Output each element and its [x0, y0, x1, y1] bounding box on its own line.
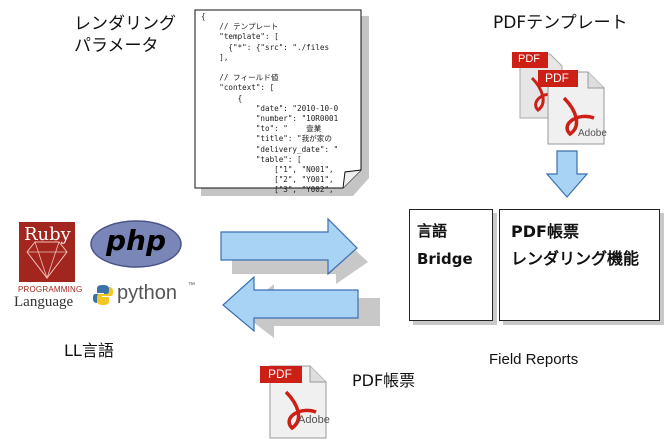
language-bridge-box: 言語 Bridge [409, 209, 493, 321]
pdf-badge-text: PDF [268, 367, 292, 381]
pdf-template-label: PDFテンプレート [493, 13, 628, 33]
ruby-gem-icon [19, 222, 75, 282]
php-logo: php [90, 220, 182, 268]
down-arrow [545, 150, 589, 198]
json-code-text: { // テンプレート "template": [ {"*": {"src": … [201, 12, 339, 195]
bridge-box-line2: Bridge [417, 250, 473, 268]
field-reports-label: Field Reports [489, 351, 579, 368]
pdf-rendering-engine-box: PDF帳票 レンダリング機能 [499, 209, 660, 321]
pdf-report-label: PDF帳票 [352, 371, 416, 390]
bridge-box-line1: 言語 [417, 222, 448, 240]
pdf-file-icon-graphic [260, 365, 327, 439]
adobe-brand-text: Adobe [578, 128, 607, 139]
engine-box-line2: レンダリング機能 [511, 249, 640, 268]
python-trademark: ™ [188, 282, 195, 289]
adobe-brand-text: Adobe [298, 414, 330, 426]
pdf-badge-text: PDF [545, 71, 569, 85]
right-arrow [220, 217, 368, 284]
pdf-file-icon-graphic [538, 70, 605, 145]
left-arrow [222, 275, 380, 338]
pdf-file-icon: PDF Adobe [538, 66, 607, 145]
rendering-params-label: レンダリング パラメータ [74, 13, 176, 57]
ruby-language-text: Language [14, 294, 74, 310]
ll-language-label: LL言語 [64, 341, 114, 360]
json-parameter-document: { // テンプレート "template": [ {"*": {"src": … [193, 8, 369, 196]
pdf-report-icon: PDF Adobe [258, 362, 338, 440]
rendering-params-line1: レンダリング [74, 14, 176, 34]
ruby-logo: Ruby PROGRAMMING Language [14, 222, 84, 314]
php-word: php [106, 224, 167, 257]
ruby-programming-text: PROGRAMMING [18, 285, 83, 294]
python-logo: python ™ [92, 282, 202, 310]
python-word: python [117, 282, 178, 304]
pdf-badge-text: PDF [518, 53, 540, 65]
pdf-template-icons: PDF PDF Adobe [512, 48, 612, 145]
rendering-params-line2: パラメータ [74, 36, 159, 56]
php-oval-icon [90, 220, 182, 268]
ruby-word: Ruby [24, 224, 71, 245]
engine-box-line1: PDF帳票 [511, 222, 579, 241]
python-snake-icon [93, 285, 113, 305]
document-page-shape [194, 9, 369, 196]
